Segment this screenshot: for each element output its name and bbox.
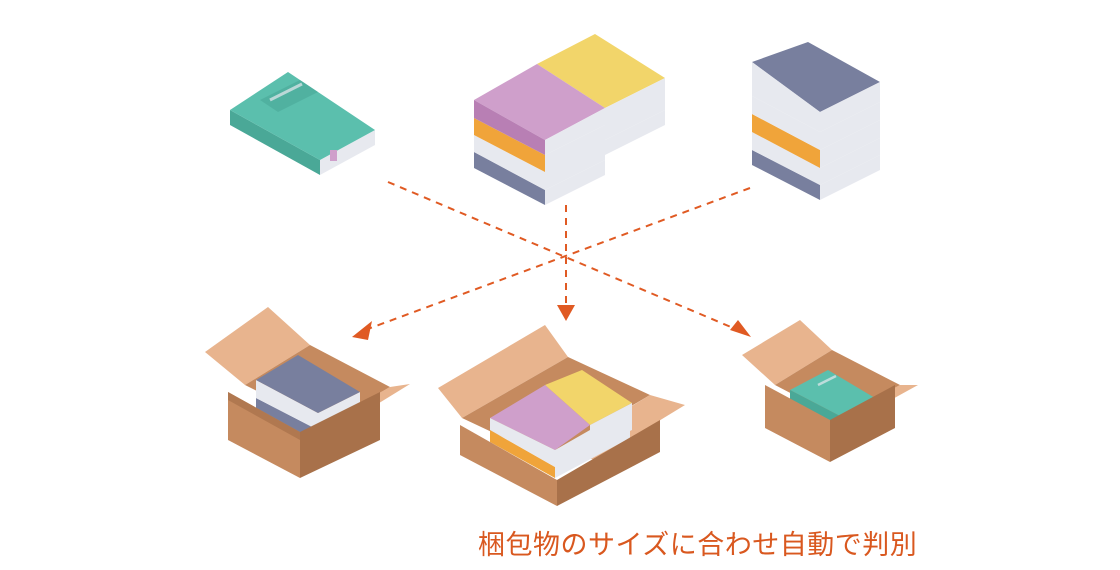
arrow-line-left-to-right [387,181,739,331]
large-box [438,325,685,506]
arrowhead-right [730,320,751,337]
medium-box [205,307,410,478]
arrow-line-right-to-left [364,187,751,331]
tall-book-stack [752,42,880,200]
routing-arrows [364,181,751,331]
arrowheads [352,305,751,340]
small-box [742,320,918,462]
arrowhead-center [557,305,575,321]
caption-text: 梱包物のサイズに合わせ自動で判別 [478,530,918,561]
single-teal-book [230,72,375,175]
large-book-stack [474,34,665,205]
arrowhead-left [352,321,372,340]
